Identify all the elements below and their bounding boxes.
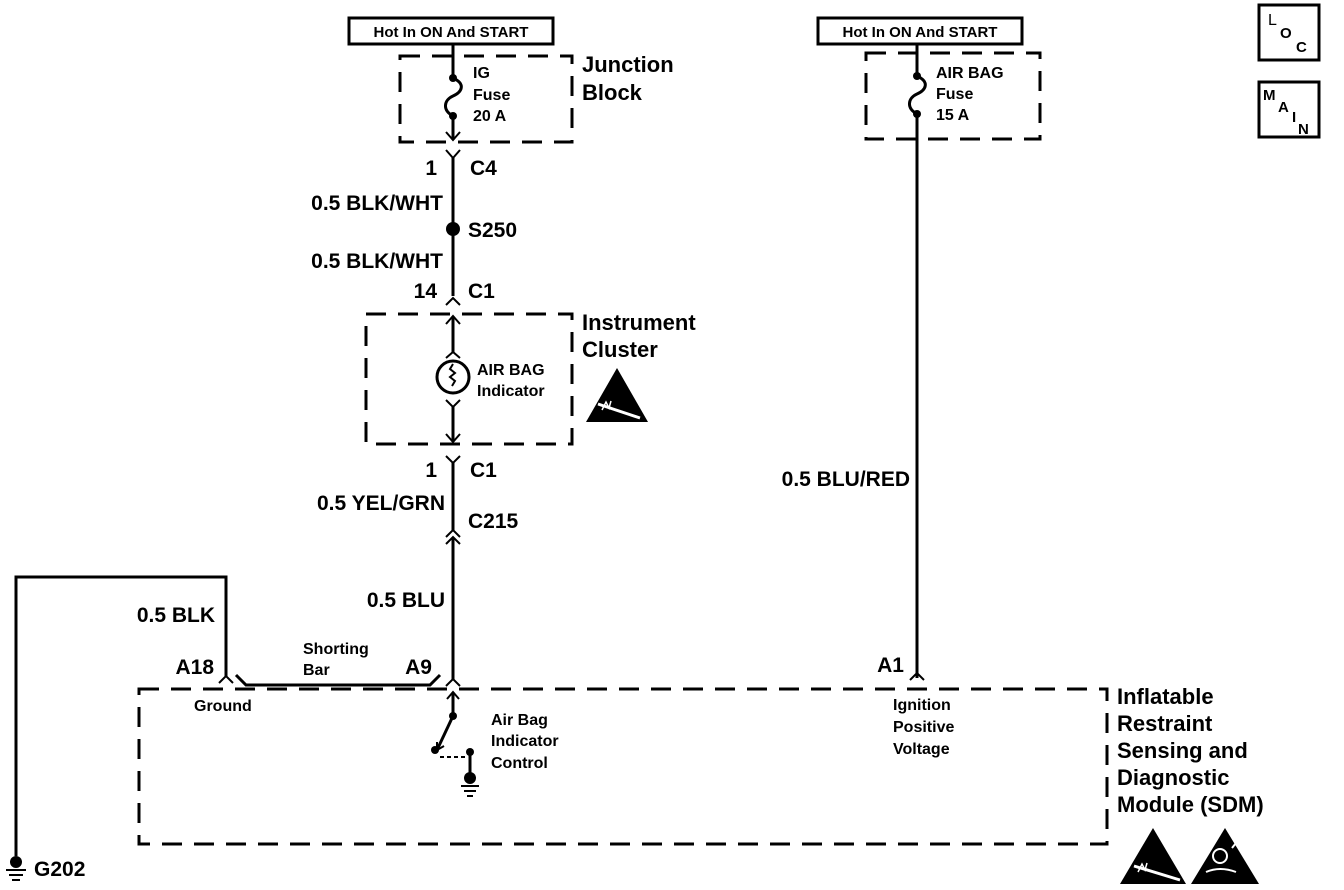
wire-blk-ground xyxy=(14,575,228,856)
indicator-control-label-2: Indicator xyxy=(491,733,559,750)
a1-label: A1 xyxy=(877,654,904,677)
a18-connector-icon xyxy=(218,674,234,684)
c1-top-connector-icon xyxy=(445,296,461,306)
wire-label-w4: 0.5 BLU xyxy=(367,589,445,612)
airbag-fuse-label-3: 15 A xyxy=(936,107,970,124)
a9-connector-icon xyxy=(445,677,461,687)
junction-block-label-1: Junction xyxy=(582,52,674,77)
airbag-indicator-label-1: AIR BAG xyxy=(477,362,545,379)
airbag-fuse-label-2: Fuse xyxy=(936,86,973,103)
a18-label: A18 xyxy=(175,656,214,679)
airbag-indicator-lamp-icon xyxy=(435,314,471,444)
main-letter-i: I xyxy=(1292,109,1296,126)
loc-button[interactable]: L O C xyxy=(1257,3,1321,62)
ig-fuse-icon xyxy=(444,44,463,142)
indicator-control-label-1: Air Bag xyxy=(491,712,548,729)
main-letter-m: M xyxy=(1263,87,1276,104)
sdm-label-4: Diagnostic xyxy=(1117,765,1229,790)
airbag-indicator-label-2: Indicator xyxy=(477,383,545,400)
c4-label: C4 xyxy=(470,157,497,180)
power-label-left-text: Hot In ON And START xyxy=(374,24,529,41)
instrument-cluster-label-2: Cluster xyxy=(582,337,658,362)
c1-bottom-label: C1 xyxy=(470,459,497,482)
a9-label: A9 xyxy=(405,656,432,679)
c1-top-label: C1 xyxy=(468,280,495,303)
main-button[interactable]: M A I N xyxy=(1257,80,1321,139)
loc-letter-o: O xyxy=(1280,25,1292,42)
main-letter-n: N xyxy=(1298,121,1309,138)
c4-connector-icon xyxy=(445,149,461,160)
wire-label-w1: 0.5 BLK/WHT xyxy=(311,192,443,215)
c4-pin-label: 1 xyxy=(425,157,437,180)
esd-warning-icon-sdm xyxy=(1120,828,1186,884)
ignition-label-3: Voltage xyxy=(893,741,950,758)
c1-bottom-pin-label: 1 xyxy=(425,459,437,482)
esd-warning-icon xyxy=(586,368,648,422)
wire-label-w2: 0.5 BLK/WHT xyxy=(311,250,443,273)
sdm-label-3: Sensing and xyxy=(1117,738,1248,763)
wire-label-w6: 0.5 BLU/RED xyxy=(782,468,910,491)
instrument-cluster-label-1: Instrument xyxy=(582,310,696,335)
s250-label: S250 xyxy=(468,219,517,242)
instrument-cluster-box xyxy=(364,312,574,446)
splice-s250-icon xyxy=(446,222,460,236)
ig-fuse-label-1: IG xyxy=(473,65,490,82)
airbag-fuse-label-1: AIR BAG xyxy=(936,65,1004,82)
ignition-label-1: Ignition xyxy=(893,697,951,714)
ig-fuse-label-3: 20 A xyxy=(473,108,507,125)
sdm-label-1: Inflatable xyxy=(1117,684,1214,709)
shorting-bar-icon xyxy=(234,673,442,687)
junction-block-label-2: Block xyxy=(582,80,643,105)
ground-g202-icon xyxy=(6,856,26,881)
airbag-fuse-icon xyxy=(908,44,927,118)
shorting-bar-label-2: Bar xyxy=(303,662,330,679)
airbag-deployment-warning-icon xyxy=(1191,828,1259,884)
ground-label: Ground xyxy=(194,698,252,715)
loc-letter-l: L xyxy=(1268,12,1277,29)
power-label-right-text: Hot In ON And START xyxy=(843,24,998,41)
c1-top-pin-label: 14 xyxy=(414,280,438,303)
sdm-label-5: Module (SDM) xyxy=(1117,792,1264,817)
c1-bottom-connector-icon xyxy=(445,455,461,465)
power-label-left: Hot In ON And START xyxy=(347,16,555,46)
shorting-bar-label-1: Shorting xyxy=(303,641,369,658)
power-label-right: Hot In ON And START xyxy=(816,16,1024,46)
main-letter-a: A xyxy=(1278,99,1289,116)
ignition-label-2: Positive xyxy=(893,719,954,736)
sdm-box xyxy=(137,687,1109,846)
loc-letter-c: C xyxy=(1296,39,1307,56)
g202-label: G202 xyxy=(34,858,85,881)
indicator-control-switch-icon xyxy=(431,690,479,797)
c215-label: C215 xyxy=(468,510,519,533)
sdm-label-2: Restraint xyxy=(1117,711,1213,736)
indicator-control-label-3: Control xyxy=(491,755,548,772)
ig-fuse-label-2: Fuse xyxy=(473,87,510,104)
wire-label-w3: 0.5 YEL/GRN xyxy=(317,492,445,515)
a1-connector-icon xyxy=(909,671,925,681)
wire-label-w5: 0.5 BLK xyxy=(137,604,215,627)
